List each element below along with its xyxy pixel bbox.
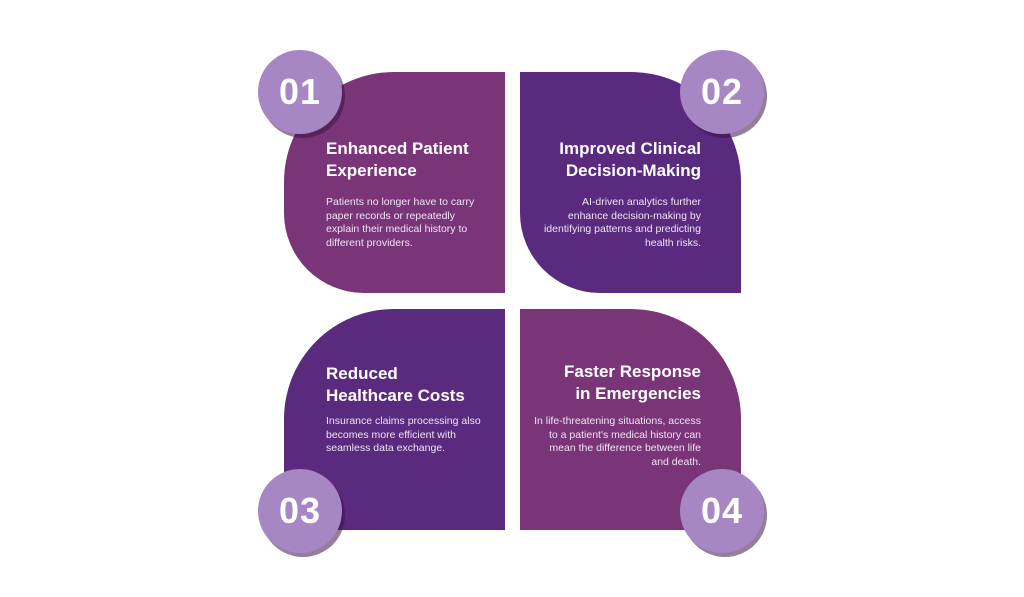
number-badge-04: 04: [680, 469, 764, 553]
petal-improved-clinical-decision-making: Improved Clinical Decision-Making AI-dri…: [520, 72, 741, 293]
title-line: in Emergencies: [575, 384, 701, 403]
petal-description: In life-threatening situations, access t…: [534, 415, 701, 468]
petal-title: Reduced Healthcare Costs: [326, 363, 465, 407]
petal-title: Enhanced Patient Experience: [326, 138, 469, 182]
petal-description: Patients no longer have to carry paper r…: [326, 196, 475, 249]
number-badge-03: 03: [258, 469, 342, 553]
title-line: Reduced: [326, 364, 398, 383]
petal-description: Insurance claims processing also becomes…: [326, 415, 481, 454]
title-line: Enhanced Patient: [326, 139, 469, 158]
title-line: Faster Response: [564, 362, 701, 381]
number-badge-02: 02: [680, 50, 764, 134]
title-line: Decision-Making: [565, 161, 701, 180]
number-badge-01: 01: [258, 50, 342, 134]
petal-title: Improved Clinical Decision-Making: [559, 138, 701, 182]
title-line: Experience: [326, 161, 417, 180]
petal-description: AI-driven analytics further enhance deci…: [543, 196, 701, 249]
petal-title: Faster Response in Emergencies: [564, 361, 701, 405]
petal-enhanced-patient-experience: Enhanced Patient Experience Patients no …: [284, 72, 505, 293]
title-line: Improved Clinical: [559, 139, 701, 158]
title-line: Healthcare Costs: [326, 386, 465, 405]
